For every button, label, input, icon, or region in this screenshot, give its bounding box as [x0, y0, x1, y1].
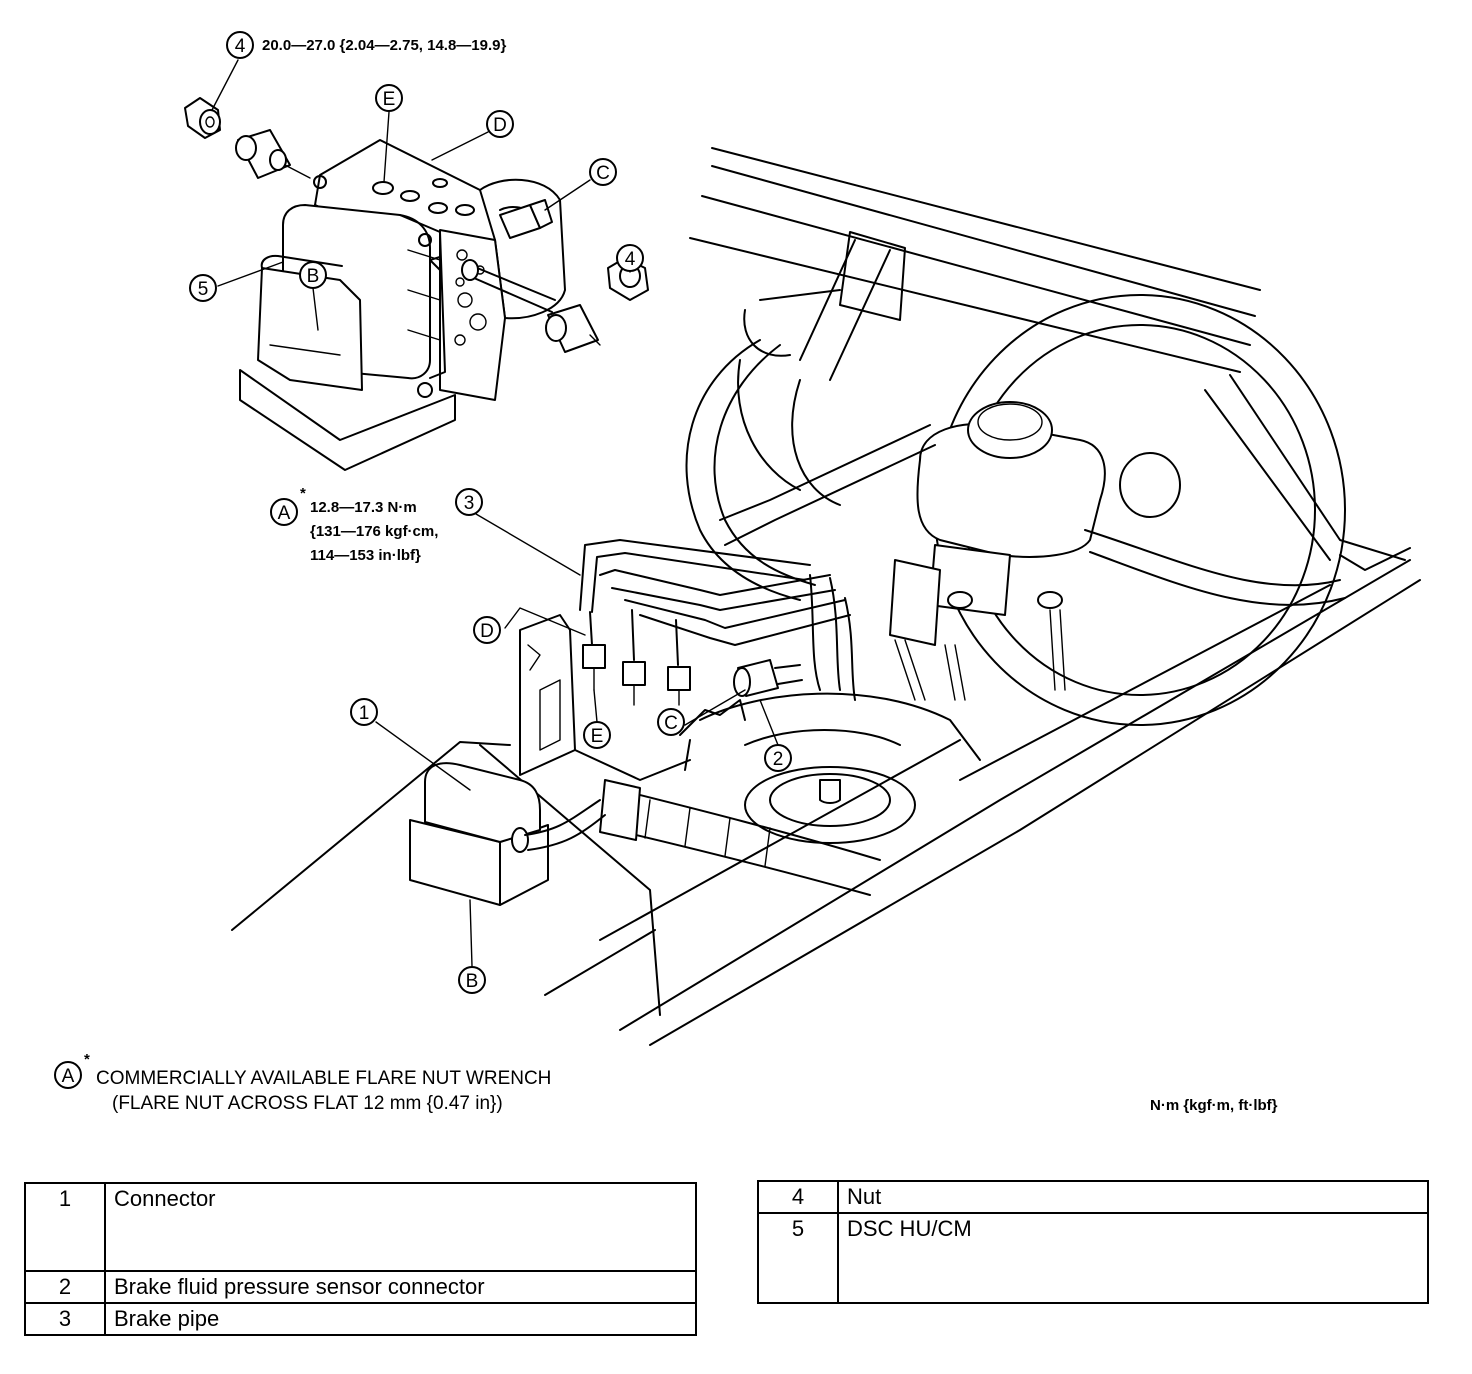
footnote: A * COMMERCIALLY AVAILABLE FLARE NUT WRE…	[54, 1051, 551, 1114]
callout-1: 1	[350, 698, 378, 726]
fitting-right	[545, 304, 601, 353]
callout-e-lower: E	[583, 721, 611, 749]
part-name: Nut	[837, 1180, 1429, 1214]
callout-d-lower: D	[473, 616, 501, 644]
callout-label: C	[596, 163, 610, 184]
table-row: 5 DSC HU/CM	[757, 1212, 1429, 1304]
part-name: DSC HU/CM	[837, 1212, 1429, 1304]
part-name: Brake fluid pressure sensor connector	[104, 1270, 697, 1304]
callout-c-top: C	[589, 158, 617, 186]
torque-spec-a-line2: {131—176 kgf·cm,	[310, 523, 438, 540]
flare-nut-3	[667, 619, 691, 706]
callout-label: 4	[625, 249, 636, 270]
callout-4-top: 4	[226, 31, 254, 59]
connector-box	[409, 762, 606, 906]
asterisk: *	[300, 485, 306, 502]
callout-e-top: E	[375, 84, 403, 112]
parts-table-left: 1 Connector 2 Brake fluid pressure senso…	[24, 1182, 697, 1336]
callout-c-lower: C	[657, 708, 685, 736]
part-number: 3	[24, 1302, 106, 1336]
part-number: 4	[757, 1180, 839, 1214]
callout-label: E	[383, 89, 396, 110]
callout-label: 2	[773, 749, 784, 770]
flare-nut-2	[622, 609, 646, 706]
callout-label: B	[307, 266, 320, 287]
callout-a-torque: A *	[270, 485, 306, 526]
callout-label: E	[591, 726, 604, 747]
part-number: 5	[757, 1212, 839, 1304]
table-row: 3 Brake pipe	[24, 1302, 697, 1336]
table-row: 1 Connector	[24, 1182, 697, 1272]
table-row: 2 Brake fluid pressure sensor connector	[24, 1270, 697, 1304]
part-name: Connector	[104, 1182, 697, 1272]
callout-2: 2	[764, 744, 792, 772]
asterisk: *	[84, 1051, 90, 1068]
callout-label: C	[664, 713, 678, 734]
callout-label: D	[480, 621, 494, 642]
callout-5: 5	[189, 274, 217, 302]
callout-3: 3	[455, 488, 483, 516]
nut-top-left	[184, 97, 221, 139]
dsc-hu-cm-unit	[239, 139, 566, 471]
part-number: 2	[24, 1270, 106, 1304]
callout-4-right: 4	[616, 244, 644, 272]
fitting-left	[235, 129, 311, 179]
callout-label: 4	[235, 36, 246, 57]
torque-spec-a-line3: 114—153 in·lbf}	[310, 547, 421, 564]
parts-table-right: 4 Nut 5 DSC HU/CM	[757, 1180, 1429, 1304]
callout-label: 5	[198, 279, 209, 300]
engine-bay-drawing	[231, 147, 1421, 1046]
torque-spec-a-line1: 12.8—17.3 N·m	[310, 499, 417, 516]
callout-label: A	[62, 1066, 75, 1087]
footnote-line1: COMMERCIALLY AVAILABLE FLARE NUT WRENCH	[96, 1068, 551, 1089]
leader-lines	[211, 59, 779, 967]
callout-label: 3	[464, 493, 475, 514]
flare-nut-1	[582, 611, 606, 691]
torque-spec-top: 20.0—27.0 {2.04—2.75, 14.8—19.9}	[262, 37, 507, 54]
part-number: 1	[24, 1182, 106, 1272]
brake-pressure-sensor-connector	[733, 659, 803, 697]
callout-b-lower: B	[458, 966, 486, 994]
callout-label: B	[466, 971, 479, 992]
callout-b-top: B	[299, 261, 327, 289]
callout-label: D	[493, 115, 507, 136]
table-row: 4 Nut	[757, 1180, 1429, 1214]
callout-d-top: D	[486, 110, 514, 138]
part-name: Brake pipe	[104, 1302, 697, 1336]
footnote-line2: (FLARE NUT ACROSS FLAT 12 mm {0.47 in})	[112, 1093, 503, 1114]
callout-label: A	[278, 503, 291, 524]
units-legend: N·m {kgf·m, ft·lbf}	[1150, 1097, 1278, 1114]
callout-label: 1	[359, 703, 370, 724]
